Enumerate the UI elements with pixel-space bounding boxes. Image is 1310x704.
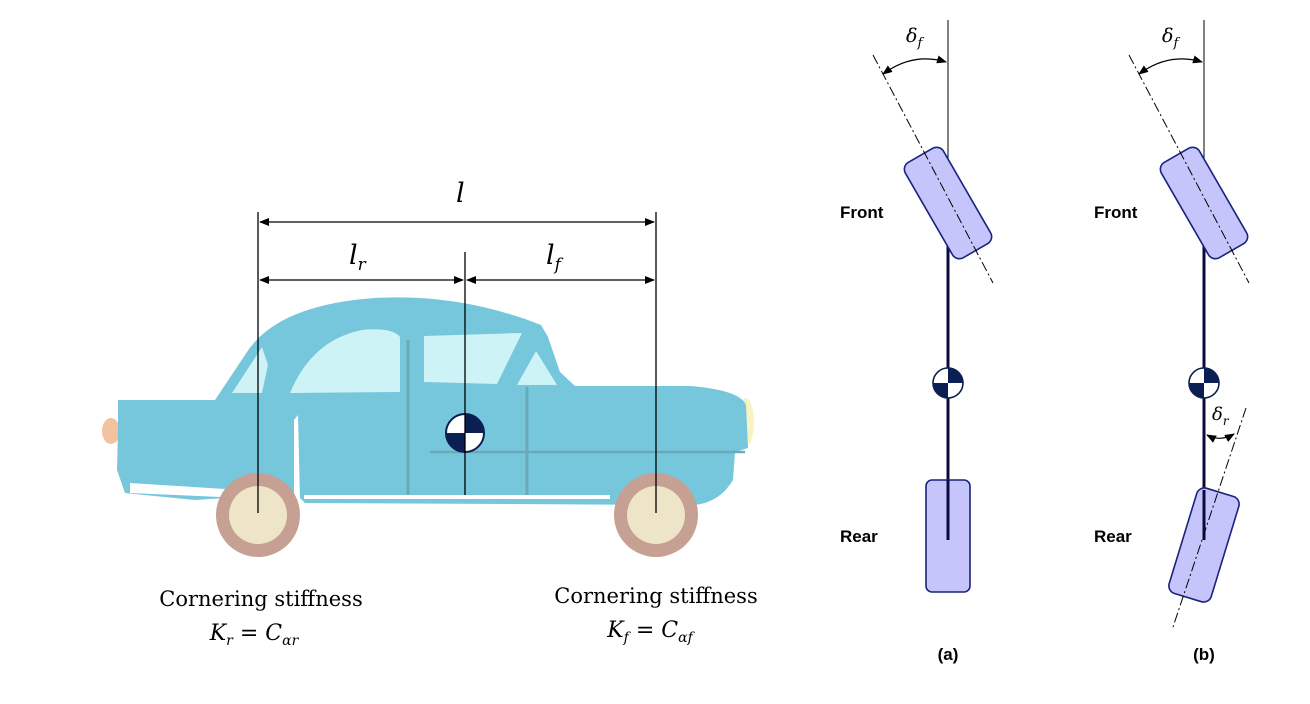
rear-distance-label: lr <box>349 240 367 275</box>
rear-steer-angle-arc <box>1206 433 1235 443</box>
body-trim <box>304 495 610 499</box>
rear-side-window <box>290 329 400 393</box>
panel-a-front-steering: δf Front Rear (a) <box>840 20 994 664</box>
front-label: Front <box>1094 203 1138 222</box>
front-tire <box>903 146 993 260</box>
delta-f-label: δf <box>906 25 924 51</box>
car-illustration: l lr lf Cornering stiffness Kr = Cαr Cor… <box>102 178 758 649</box>
rear-stiffness-title: Cornering stiffness <box>159 587 362 611</box>
panel-a-caption: (a) <box>938 645 959 664</box>
rear-label: Rear <box>1094 527 1132 546</box>
front-steer-angle-arc <box>882 55 947 75</box>
delta-f-label: δf <box>1162 25 1180 51</box>
panel-b-four-wheel-steering: δf δr Front Rear (b) <box>1094 20 1250 664</box>
front-steer-line <box>872 54 994 284</box>
windshield <box>517 351 557 385</box>
rear-stiffness-formula: Kr = Cαr <box>209 621 300 649</box>
front-side-window <box>424 333 522 384</box>
rear-window <box>232 347 268 393</box>
body-trim <box>294 415 300 505</box>
front-steer-line <box>1128 54 1250 284</box>
front-steer-angle-arc <box>1138 55 1203 75</box>
rear-tire <box>1168 487 1240 603</box>
front-tire <box>1159 146 1249 260</box>
rear-steer-line <box>1171 407 1247 631</box>
wheelbase-label: l <box>456 178 465 209</box>
center-of-gravity-marker <box>1188 367 1220 399</box>
tail-light <box>102 418 120 444</box>
front-distance-label: lf <box>546 240 564 275</box>
rear-label: Rear <box>840 527 878 546</box>
panel-b-caption: (b) <box>1193 645 1215 664</box>
front-stiffness-title: Cornering stiffness <box>554 584 757 608</box>
delta-r-label: δr <box>1212 404 1230 428</box>
front-wheel <box>614 473 698 557</box>
center-of-gravity-marker <box>932 367 964 399</box>
rear-wheel <box>216 473 300 557</box>
front-stiffness-formula: Kf = Cαf <box>606 618 695 646</box>
front-label: Front <box>840 203 884 222</box>
